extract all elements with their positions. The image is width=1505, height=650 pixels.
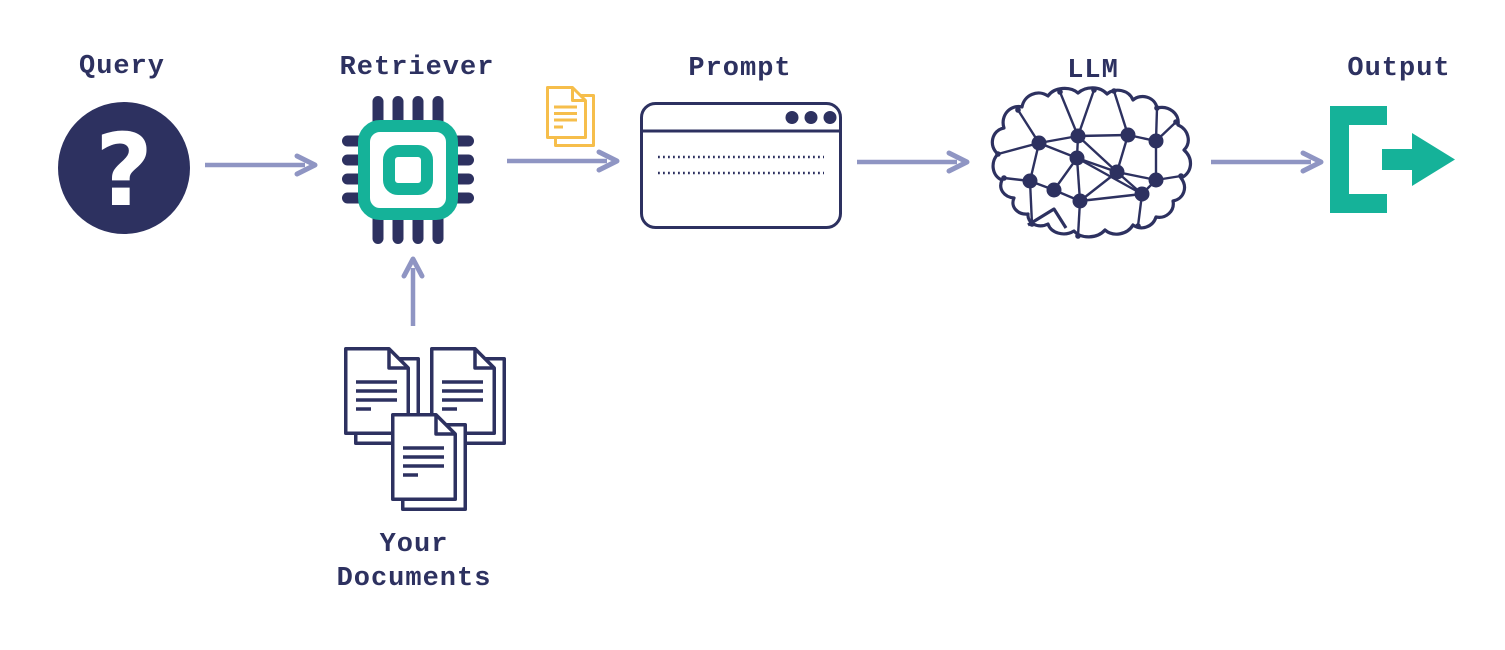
document-top-right	[430, 347, 506, 445]
network-nodes	[995, 87, 1184, 239]
arrow-prompt-to-llm	[857, 150, 970, 174]
arrow-query-to-retriever	[205, 153, 318, 177]
prompt-label: Prompt	[688, 54, 792, 84]
exit-arrow-icon	[1330, 106, 1455, 213]
arrow-llm-to-output	[1211, 150, 1324, 174]
arrow-documents-to-retriever	[401, 256, 425, 326]
chip-core	[383, 145, 433, 195]
browser-window-icon	[640, 102, 842, 229]
question-mark-glyph: ?	[95, 112, 153, 229]
llm-label: LLM	[1067, 56, 1119, 86]
chip-icon	[342, 96, 474, 244]
arrow-retriever-to-prompt	[507, 149, 620, 173]
brain-fold	[1027, 207, 1068, 229]
your-documents-label: Your Documents	[336, 530, 492, 594]
exit-arrowhead	[1382, 133, 1455, 186]
query-label: Query	[78, 52, 166, 82]
query-circle	[58, 102, 190, 234]
question-mark-circle-icon: ?	[58, 102, 190, 234]
brain-network-icon	[990, 86, 1192, 239]
document-stack-icon	[344, 347, 506, 511]
retriever-label: Retriever	[339, 53, 495, 83]
brain-outline	[990, 86, 1192, 239]
output-label: Output	[1347, 54, 1451, 84]
document-pages-icon	[546, 86, 595, 147]
exit-bracket	[1330, 106, 1387, 213]
document-bottom-center	[391, 413, 467, 511]
window-frame	[640, 102, 842, 229]
window-buttons	[785, 111, 837, 124]
